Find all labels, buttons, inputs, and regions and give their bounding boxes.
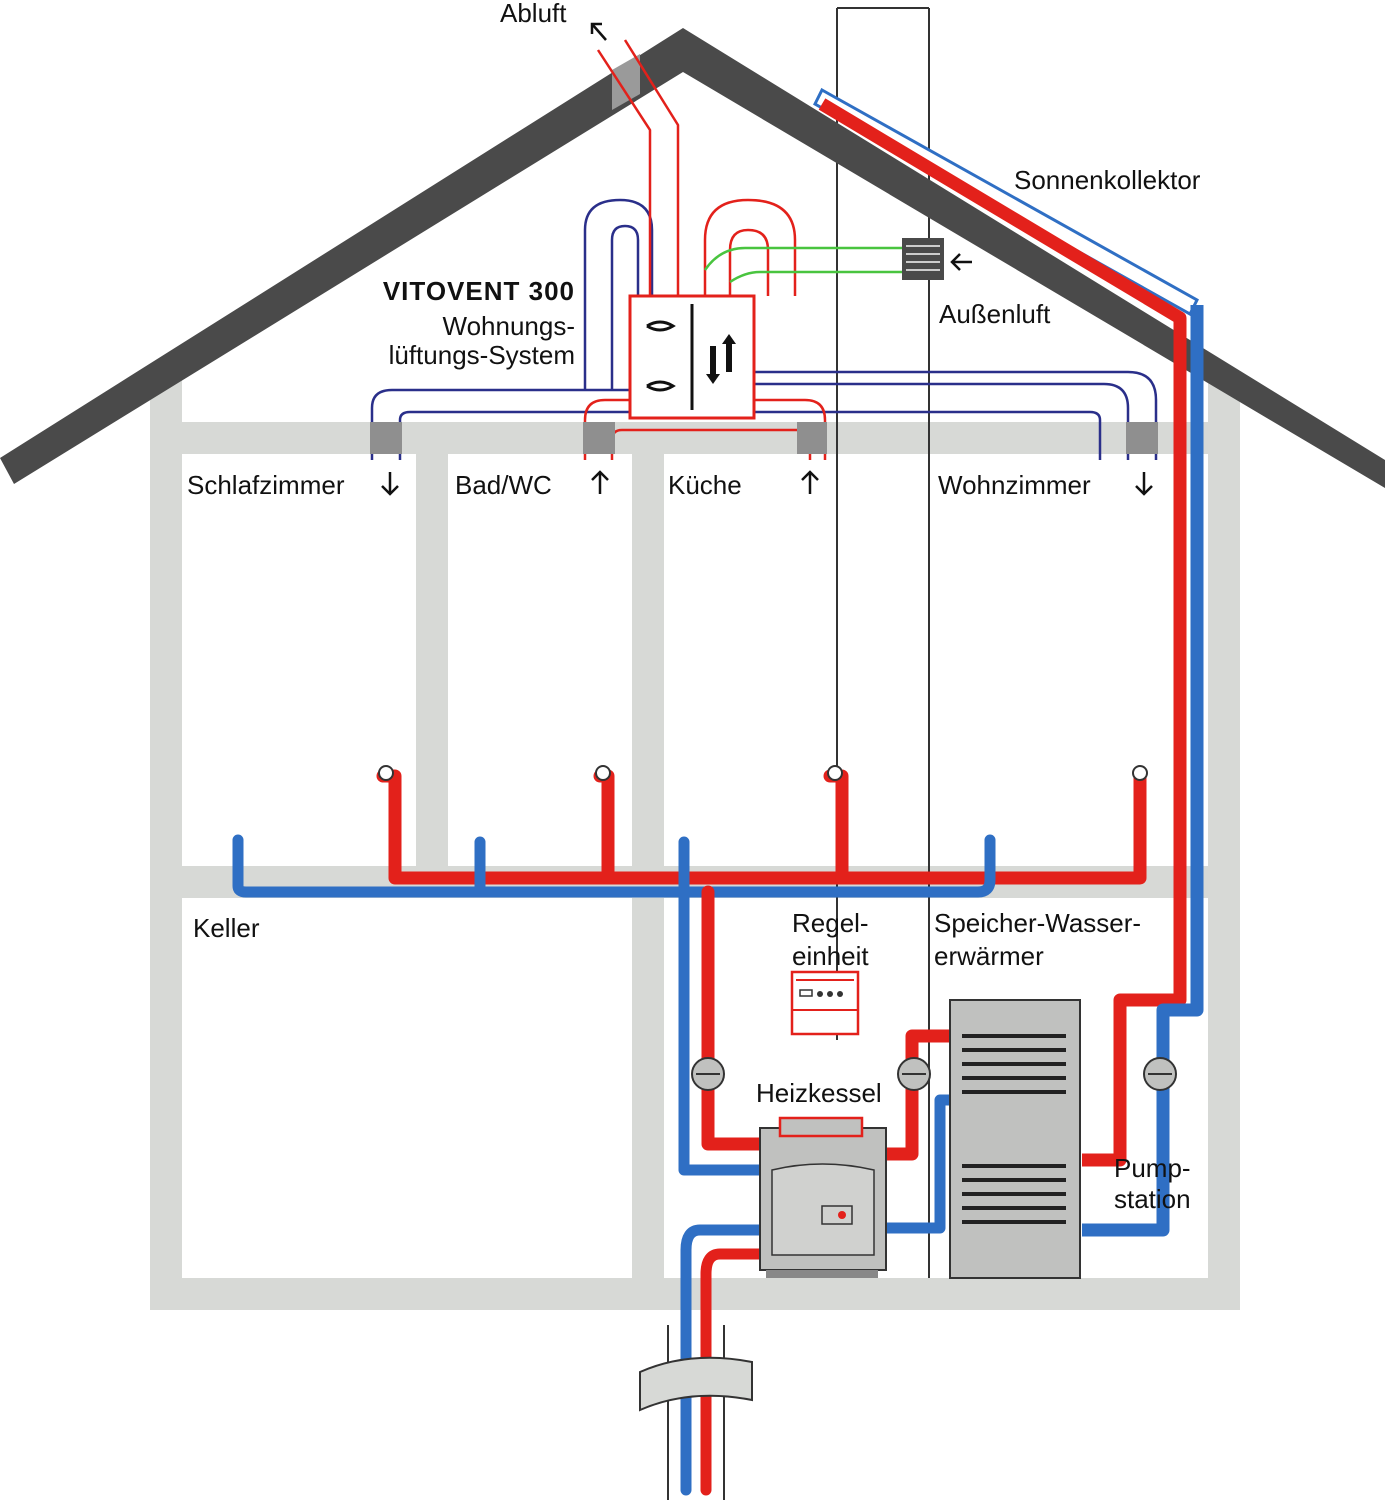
product-desc-line2: lüftungs-System <box>389 340 575 370</box>
solar-collector <box>813 87 1204 1237</box>
control-unit <box>790 970 860 1036</box>
pump-station-label-line1: Pump- <box>1114 1153 1191 1183</box>
arrow-up-icon <box>591 470 609 494</box>
storage-heater-label-line2: erwärmer <box>934 941 1044 971</box>
vitovent-unit <box>628 294 756 420</box>
fan-icon <box>646 320 676 332</box>
storage-water-heater <box>949 999 1081 1279</box>
solar-collector-label: Sonnenkollektor <box>1014 165 1201 195</box>
storage-heater-label-line1: Speicher-Wasser- <box>934 908 1141 938</box>
pump-icon <box>897 1057 931 1091</box>
outside-air-label: Außenluft <box>939 299 1051 329</box>
arrow-left-icon <box>950 253 972 271</box>
pump-station-label-line2: station <box>1114 1184 1191 1214</box>
radiator-valve <box>827 765 843 781</box>
product-desc-line1: Wohnungs- <box>443 311 576 341</box>
radiator-valve <box>595 765 611 781</box>
pump-icon <box>691 1057 725 1091</box>
duct-connectors <box>370 422 1158 454</box>
radiator-valve <box>378 765 394 781</box>
boiler-label: Heizkessel <box>756 1078 882 1108</box>
room-bedroom-label: Schlafzimmer <box>187 470 345 500</box>
control-unit-label-line2: einheit <box>792 941 869 971</box>
product-name: VITOVENT 300 <box>383 276 575 306</box>
room-living-room-label: Wohnzimmer <box>938 470 1091 500</box>
radiator-valve <box>1132 765 1148 781</box>
arrow-down-icon <box>381 472 399 496</box>
boiler <box>759 1116 887 1278</box>
exhaust-label: Abluft <box>500 0 567 28</box>
ground-pipe <box>639 1325 753 1500</box>
fan-icon <box>646 380 676 392</box>
arrow-up-icon <box>801 470 819 494</box>
cellar-label: Keller <box>193 913 260 943</box>
roof <box>0 28 1385 488</box>
room-kitchen-label: Küche <box>668 470 742 500</box>
room-bathroom-label: Bad/WC <box>455 470 552 500</box>
radiators <box>378 765 1148 781</box>
arrow-up-left-icon <box>590 22 607 41</box>
heat-exchange-arrows-icon <box>706 334 736 384</box>
control-unit-label-line1: Regel- <box>792 908 869 938</box>
pump-icon <box>1143 1057 1177 1091</box>
outside-air-grille <box>902 238 944 280</box>
arrow-down-icon <box>1135 472 1153 496</box>
